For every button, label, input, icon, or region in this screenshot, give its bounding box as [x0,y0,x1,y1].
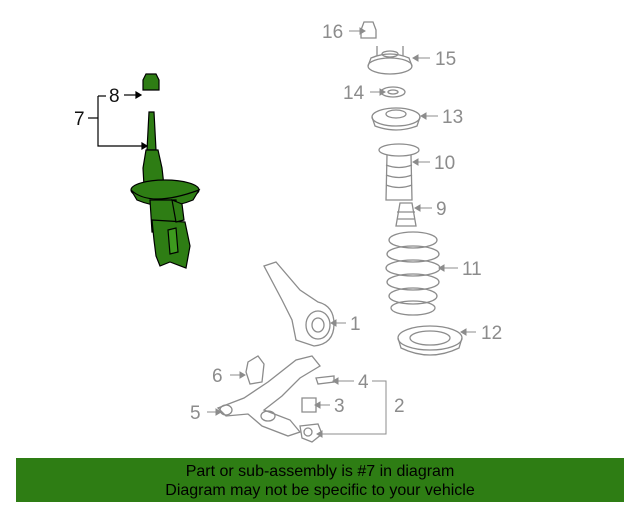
leader-lines [207,27,476,438]
callout-9: 9 [436,199,447,220]
leader-lines-highlight [88,90,149,151]
callout-10: 10 [434,153,455,174]
callout-11: 11 [462,259,482,280]
callout-2: 2 [394,396,405,417]
callout-labels: 16 15 14 13 10 9 11 12 1 6 5 4 3 2 8 7 [74,22,502,424]
callout-3: 3 [334,396,345,417]
callout-8: 8 [109,86,120,107]
callout-15: 15 [435,49,456,70]
banner-line-1: Part or sub-assembly is #7 in diagram [185,463,455,480]
callout-14: 14 [343,83,365,104]
callout-1: 1 [350,314,361,335]
callout-16: 16 [322,22,343,43]
callout-5: 5 [190,403,201,424]
callout-7: 7 [74,109,85,130]
callout-4: 4 [358,372,369,393]
strut-assembly-highlighted [130,73,201,269]
info-banner: Part or sub-assembly is #7 in diagram Di… [16,458,624,502]
callout-12: 12 [481,323,502,344]
callout-13: 13 [442,107,463,128]
callout-6: 6 [212,366,223,387]
parts-diagram: 16 15 14 13 10 9 11 12 1 6 5 4 3 2 8 7 [74,21,502,443]
banner-line-2: Diagram may not be specific to your vehi… [165,482,475,499]
other-parts [216,21,463,443]
